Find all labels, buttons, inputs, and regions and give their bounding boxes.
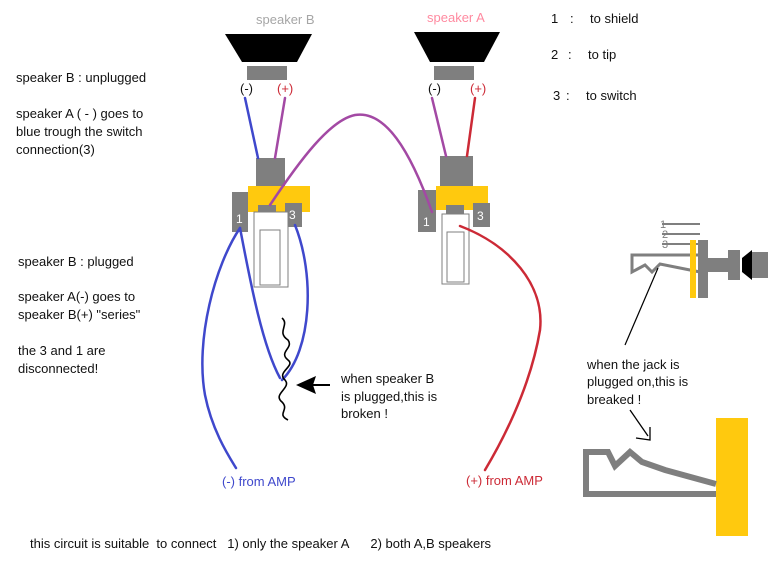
note-plugged-footer: the 3 and 1 are <box>18 343 106 358</box>
speaker-a-icon <box>414 32 500 80</box>
note-plugged-footer: disconnected! <box>18 361 99 376</box>
note-jack-line: breaked ! <box>587 392 642 407</box>
jack-b-pin-3: 3 <box>289 208 296 222</box>
note-jack-line: plugged on,this is <box>587 374 689 389</box>
footer-note: this circuit is suitable to connect 1) o… <box>30 536 492 551</box>
amp-negative-label: (-) from AMP <box>222 474 296 489</box>
speaker-a-pos-label: (+) <box>470 81 487 96</box>
legend-sep: : <box>566 88 570 103</box>
note-unplugged-title: speaker B : unplugged <box>16 70 147 85</box>
legend-sep: : <box>568 47 572 62</box>
jack-a-pin-1: 1 <box>423 215 430 229</box>
jack-b-pin-1: 1 <box>236 212 243 226</box>
note-plugged-line: speaker B(+) "series" <box>18 307 141 322</box>
jack-a-icon <box>418 156 490 285</box>
speaker-b-label: speaker B <box>256 12 315 27</box>
note-broken-line: when speaker B <box>341 371 435 386</box>
legend-num: 1 <box>551 11 559 26</box>
speaker-a-label: speaker A <box>427 10 485 25</box>
wire-b-shield <box>280 223 309 382</box>
speaker-b-icon <box>225 34 312 80</box>
legend-text: to switch <box>586 88 637 103</box>
side-pin-1: 1 <box>660 219 666 231</box>
switch-contact-detail-icon <box>583 418 748 536</box>
arrow-left-icon <box>296 376 330 394</box>
jack-b-icon <box>232 158 310 288</box>
wire-b-negative <box>243 96 260 160</box>
wires <box>201 96 542 472</box>
arrow-down-icon <box>629 409 651 441</box>
speaker-a-neg-label: (-) <box>428 81 441 96</box>
note-unplugged-line: connection(3) <box>16 142 95 157</box>
legend-num: 3 <box>553 88 561 103</box>
side-pin-2: 2 <box>662 229 668 241</box>
jack-a-pin-3: 3 <box>477 209 484 223</box>
wire-b-switch <box>238 226 282 380</box>
wire-a-neg-to-b-pos <box>268 113 434 214</box>
break-scribble-icon <box>278 317 291 421</box>
note-broken-line: broken ! <box>341 406 388 421</box>
wire-amp-positive <box>458 224 542 472</box>
legend-text: to tip <box>588 47 617 62</box>
pointer-line <box>624 267 659 346</box>
note-plugged-title: speaker B : plugged <box>18 254 134 269</box>
wire-a-positive-top <box>465 96 477 158</box>
wire-b-positive <box>273 96 287 160</box>
note-plugged-line: speaker A(-) goes to <box>18 289 136 304</box>
wire-a-negative-top <box>430 96 448 158</box>
note-unplugged-line: blue trough the switch <box>16 124 143 139</box>
side-pin-3: 3 <box>662 239 668 251</box>
note-jack-line: when the jack is <box>587 357 680 372</box>
wire-amp-negative <box>201 226 242 470</box>
speaker-b-neg-label: (-) <box>240 81 253 96</box>
legend-sep: : <box>570 11 574 26</box>
speaker-b-pos-label: (+) <box>277 81 294 96</box>
jack-a-pin-2: 2 <box>451 212 458 226</box>
legend-num: 2 <box>551 47 559 62</box>
jack-b-pin-2: 2 <box>263 212 270 226</box>
note-broken-line: is plugged,this is <box>341 389 438 404</box>
note-unplugged-line: speaker A ( - ) goes to <box>16 106 144 121</box>
amp-positive-label: (+) from AMP <box>466 473 543 488</box>
legend-text: to shield <box>590 11 639 26</box>
jack-side-view-icon <box>630 223 768 298</box>
